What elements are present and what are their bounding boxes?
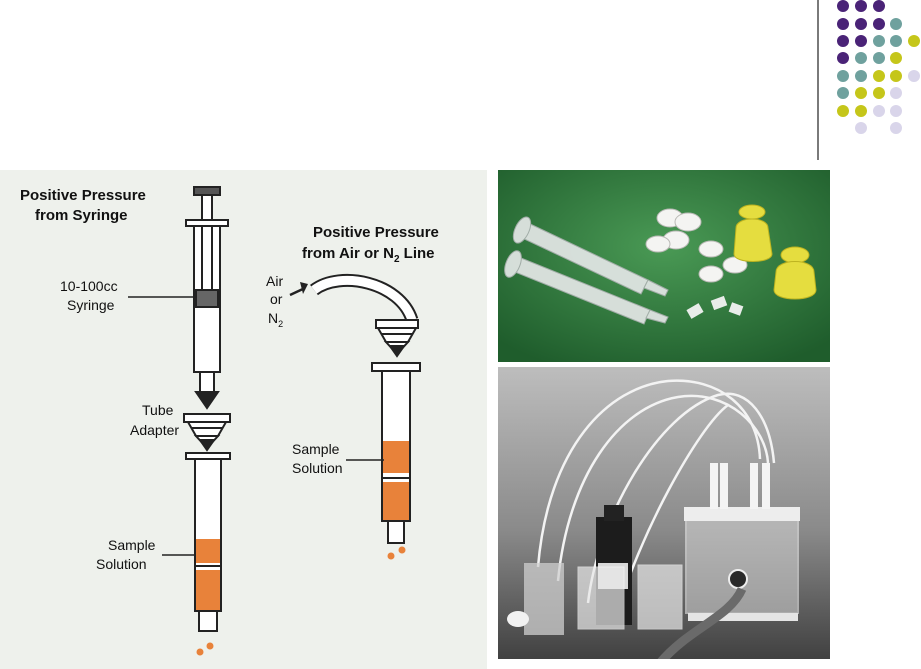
decor-dot <box>908 70 920 82</box>
decor-dot <box>855 35 867 47</box>
decor-dot <box>890 122 902 134</box>
photo-vacuum-hose <box>656 586 747 664</box>
sorbent-bed-syringe-upper <box>196 539 220 563</box>
gas-title-line1: Positive Pressure <box>313 224 439 241</box>
photo-yellow-caps <box>733 204 817 300</box>
photo-frits <box>645 208 748 283</box>
decor-dot <box>873 18 885 30</box>
syringe-title-line1: Positive Pressure <box>20 187 146 204</box>
sample-label-right-line1: Sample <box>292 441 340 457</box>
decor-dot <box>837 70 849 82</box>
drop-gas-2 <box>398 546 406 554</box>
gas-label-line2: or <box>270 291 283 307</box>
photo-tips <box>686 295 744 319</box>
drop-gas-1 <box>387 552 395 560</box>
syringe-title-line2: from Syringe <box>35 207 128 224</box>
decor-dot <box>873 70 885 82</box>
decorative-header <box>817 0 920 160</box>
decor-dot <box>837 35 849 47</box>
sorbent-bed-syringe-lower <box>196 570 220 610</box>
decor-dot <box>890 87 902 99</box>
adapter-label-line2: Adapter <box>130 422 179 438</box>
decor-dot <box>837 87 849 99</box>
gas-title-line2: from Air or N2 Line <box>302 245 435 265</box>
decor-dot <box>873 105 885 117</box>
decor-dot <box>855 105 867 117</box>
photo-tubing <box>536 379 776 618</box>
decor-dot <box>837 18 849 30</box>
decor-dot <box>855 70 867 82</box>
decor-dot <box>855 18 867 30</box>
photo-manifold-box <box>684 507 800 621</box>
syringe-label-line1: 10-100cc <box>60 278 118 294</box>
decor-dot <box>873 87 885 99</box>
drop-syringe-2 <box>206 642 214 650</box>
sample-label-right-line2: Solution <box>292 460 343 476</box>
decor-dot <box>890 105 902 117</box>
photo-cartridges <box>504 216 669 325</box>
decorative-dot-grid <box>837 0 920 134</box>
decor-dot <box>890 18 902 30</box>
decor-dot <box>873 52 885 64</box>
sorbent-bed-gas-upper <box>383 441 409 473</box>
decor-dot <box>873 35 885 47</box>
decor-dot <box>855 52 867 64</box>
decor-dot <box>837 52 849 64</box>
sample-label-left-line1: Sample <box>108 537 156 553</box>
decor-dot <box>837 0 849 12</box>
drop-syringe-1 <box>196 648 204 656</box>
photo-vacuum-manifold <box>498 367 830 664</box>
sorbent-bed-gas-lower <box>383 482 409 520</box>
decor-dot <box>890 70 902 82</box>
decor-dot <box>873 0 885 12</box>
gas-label-line3: N2 <box>268 310 283 329</box>
decor-dot <box>890 52 902 64</box>
gas-label-line1: Air <box>266 273 283 289</box>
photo-bottle-cap <box>507 611 529 627</box>
adapter-label-line1: Tube <box>142 402 174 418</box>
photo-beakers <box>577 564 683 630</box>
decor-dot <box>837 105 849 117</box>
decor-dot <box>855 0 867 12</box>
decor-dot <box>890 35 902 47</box>
spe-pressure-diagram: Positive Pressure from Syringe Positive … <box>0 170 487 669</box>
decor-dot <box>908 35 920 47</box>
syringe-label-line2: Syringe <box>67 297 115 313</box>
photo-spe-cartridges <box>498 170 830 362</box>
sample-label-left-line2: Solution <box>96 556 147 572</box>
decor-dot <box>855 87 867 99</box>
decor-dot <box>855 122 867 134</box>
photo-manifold-cartridges <box>710 463 770 509</box>
